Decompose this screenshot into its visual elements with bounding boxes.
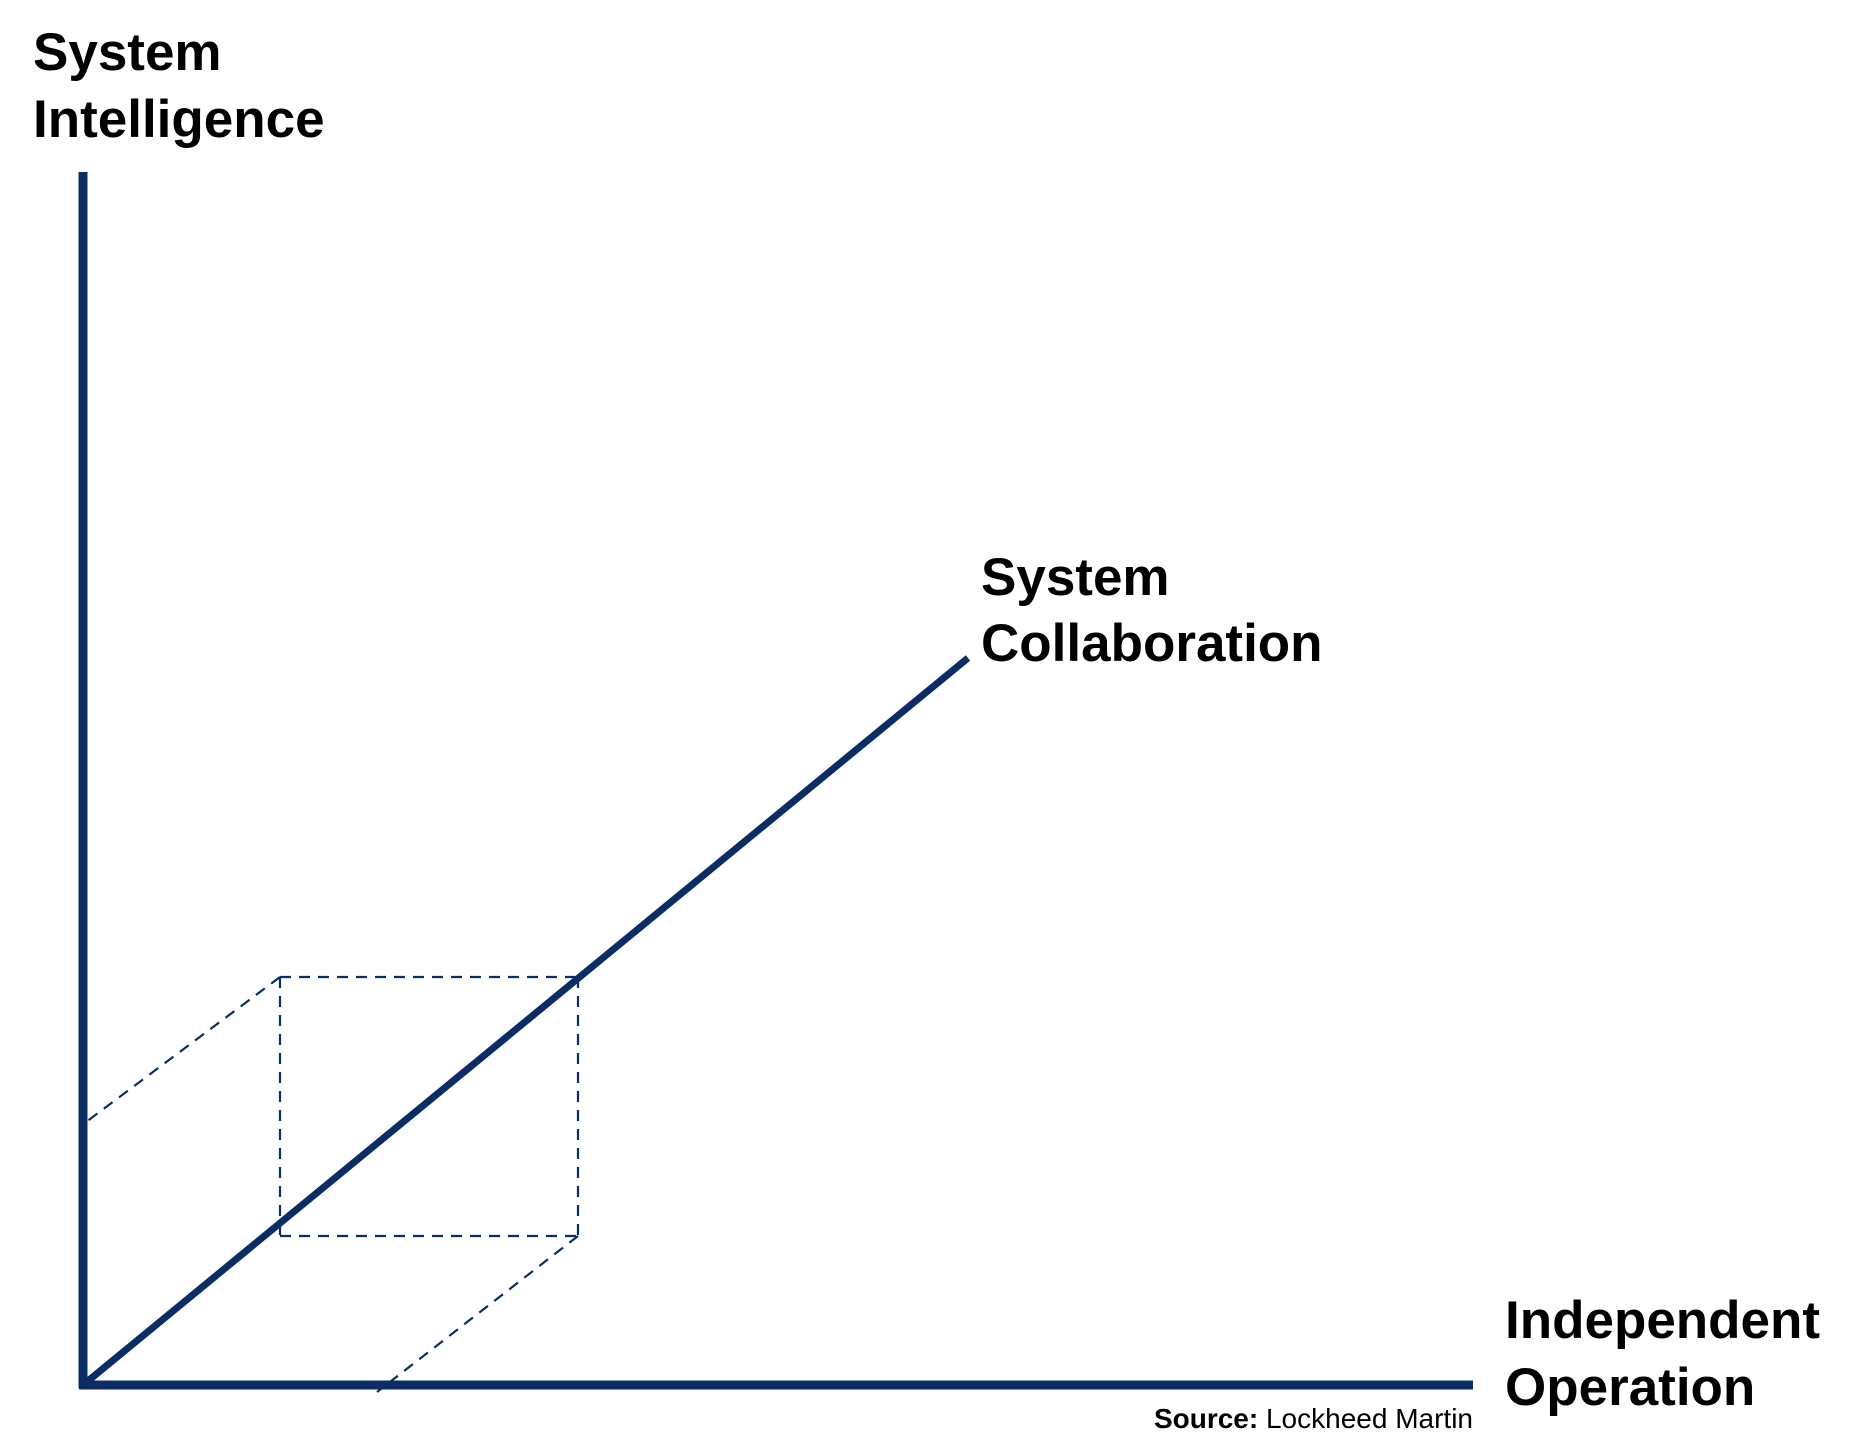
dashed-projection-to-x-axis [376, 1235, 579, 1393]
x-axis-label-line-1: Independent [1505, 1291, 1820, 1350]
x-axis-label-line-2: Operation [1505, 1358, 1755, 1417]
y-axis-label-line-2: Intelligence [33, 90, 325, 149]
dashed-projection-to-y-axis [85, 976, 281, 1123]
y-axis-label: System Intelligence [33, 23, 325, 149]
source-prefix: Source: [1154, 1403, 1258, 1434]
diagonal-axis-line [80, 655, 971, 1388]
diagonal-axis-label: System Collaboration [981, 548, 1323, 673]
dashed-projection-box [85, 975, 580, 1393]
y-axis-label-line-1: System [33, 23, 222, 82]
source-name: Lockheed Martin [1258, 1403, 1473, 1434]
source-credit: Source: Lockheed Martin [1154, 1403, 1473, 1434]
diagonal-axis-label-line-2: Collaboration [981, 614, 1323, 673]
diagonal-axis-label-line-1: System [981, 548, 1170, 607]
x-axis-label: Independent Operation [1505, 1291, 1835, 1417]
